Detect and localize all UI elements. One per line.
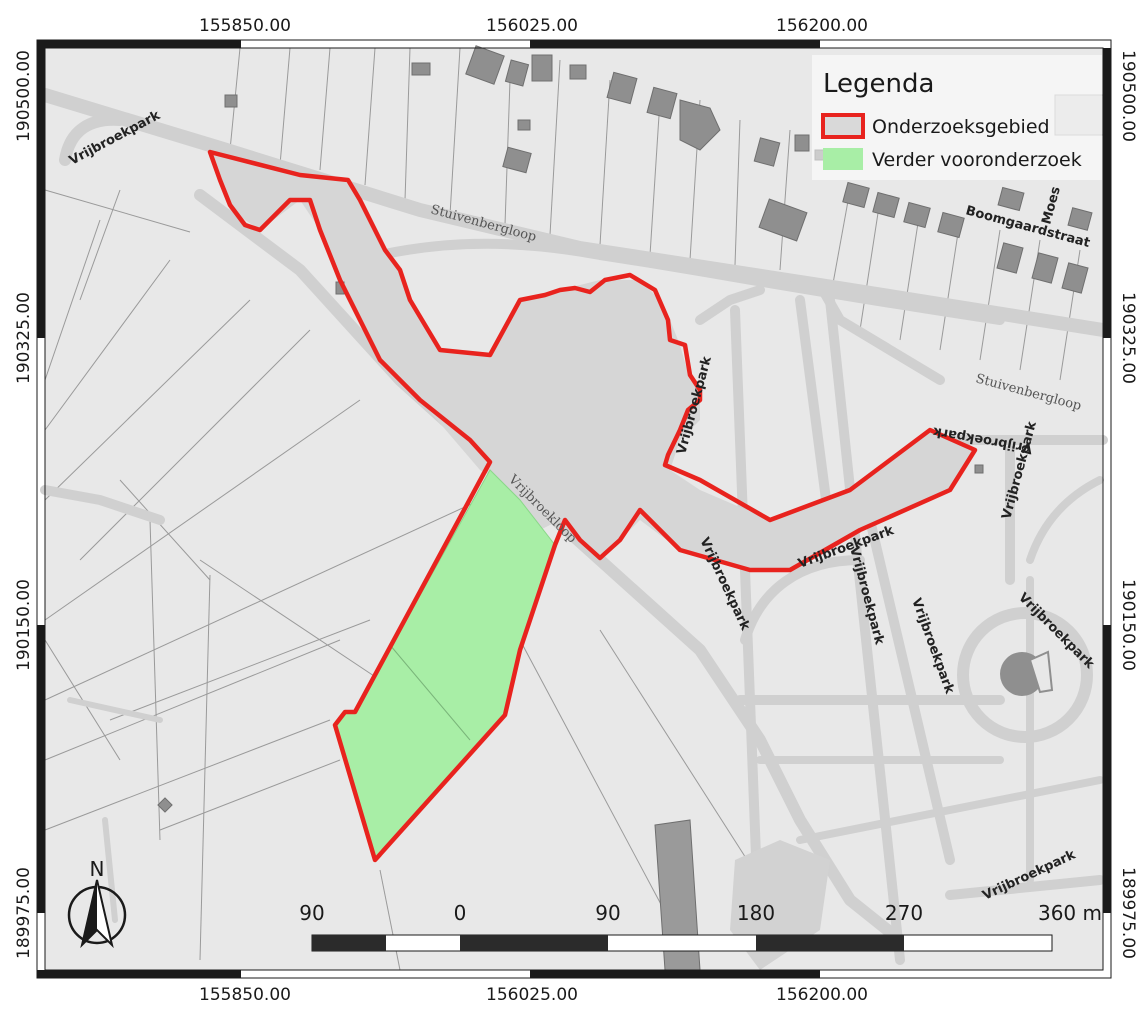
legend-swatch-further-research: [823, 148, 863, 170]
study-area-outline: [207, 149, 978, 863]
scale-label: 90: [595, 901, 620, 925]
grid-label-x: 156200.00: [776, 985, 868, 1005]
scale-label: 90: [299, 901, 324, 925]
grid-label-x: 155850.00: [199, 16, 291, 36]
legend: Legenda Onderzoeksgebied Verder vooronde…: [812, 55, 1102, 180]
grid-label-y: 190150.00: [14, 579, 34, 671]
grid-label-y: 190500.00: [14, 50, 34, 142]
scale-label: 270: [885, 901, 923, 925]
grid-label-y: 190150.00: [1118, 579, 1136, 671]
map-border: [36, 39, 1112, 979]
roundabout: [957, 607, 1093, 743]
grid-label-y: 190325.00: [1118, 292, 1136, 384]
scale-label: 180: [737, 901, 775, 925]
scale-label: 360 m: [1038, 901, 1102, 925]
legend-item-study-area: Onderzoeksgebied: [872, 116, 1050, 138]
grid-label-x: 156025.00: [486, 985, 578, 1005]
grid-label-y: 189975.00: [1118, 867, 1136, 959]
grid-label-y: 190325.00: [14, 292, 34, 384]
north-arrow: N: [67, 857, 127, 949]
grid-label-y: 189975.00: [14, 867, 34, 959]
grid-label-x: 156025.00: [486, 16, 578, 36]
canal-area: [210, 152, 975, 570]
legend-item-further-research: Verder vooronderzoek: [872, 149, 1082, 171]
scale-label: 0: [454, 901, 467, 925]
legend-swatch-study-area: [821, 113, 865, 139]
grid-label-x: 155850.00: [199, 985, 291, 1005]
grid-labels: 155850.00 156025.00 156200.00 155850.00 …: [14, 16, 1136, 1005]
grid-label-y: 190500.00: [1118, 50, 1136, 142]
grid-label-x: 156200.00: [776, 16, 868, 36]
north-label: N: [90, 857, 105, 881]
scale-bar: 90 0 90 180 270 360 m: [299, 901, 1102, 952]
legend-title: Legenda: [823, 69, 934, 99]
parcel-lines: [44, 47, 1081, 971]
